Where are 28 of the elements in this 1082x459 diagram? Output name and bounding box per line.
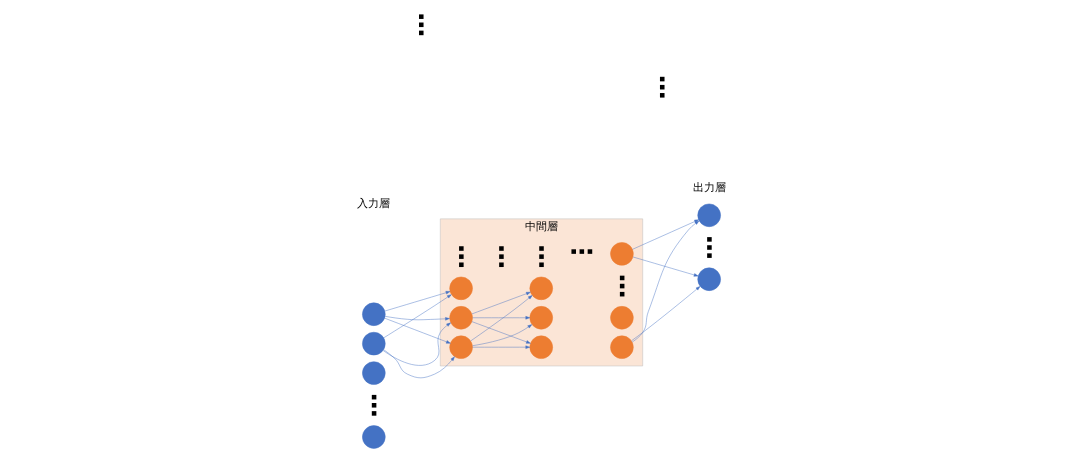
node-circle [529,335,553,359]
node-circle [609,335,634,359]
node-circle [609,306,634,330]
arrow [382,349,455,379]
node-circle [361,425,385,449]
arrow [384,291,450,312]
arrow [630,286,700,341]
node-circle [529,306,553,330]
node-circle [361,331,385,356]
arrow [471,291,531,315]
arrow [631,219,699,250]
arrow [471,345,530,349]
label: 出力層 [692,180,726,194]
arrow [382,322,451,366]
node-circle [697,203,721,227]
node-circle [448,306,473,330]
node-circle [361,302,385,326]
cluster: 中間層 [439,218,643,367]
node-circle [361,361,385,385]
arrow [471,316,530,320]
arrow [631,220,699,343]
arrow [632,256,698,277]
arrow [383,294,451,339]
arrow [384,316,450,321]
label: 入力層 [356,197,390,211]
arrow [470,295,532,342]
node-circle [609,242,634,266]
arrow [383,317,451,344]
